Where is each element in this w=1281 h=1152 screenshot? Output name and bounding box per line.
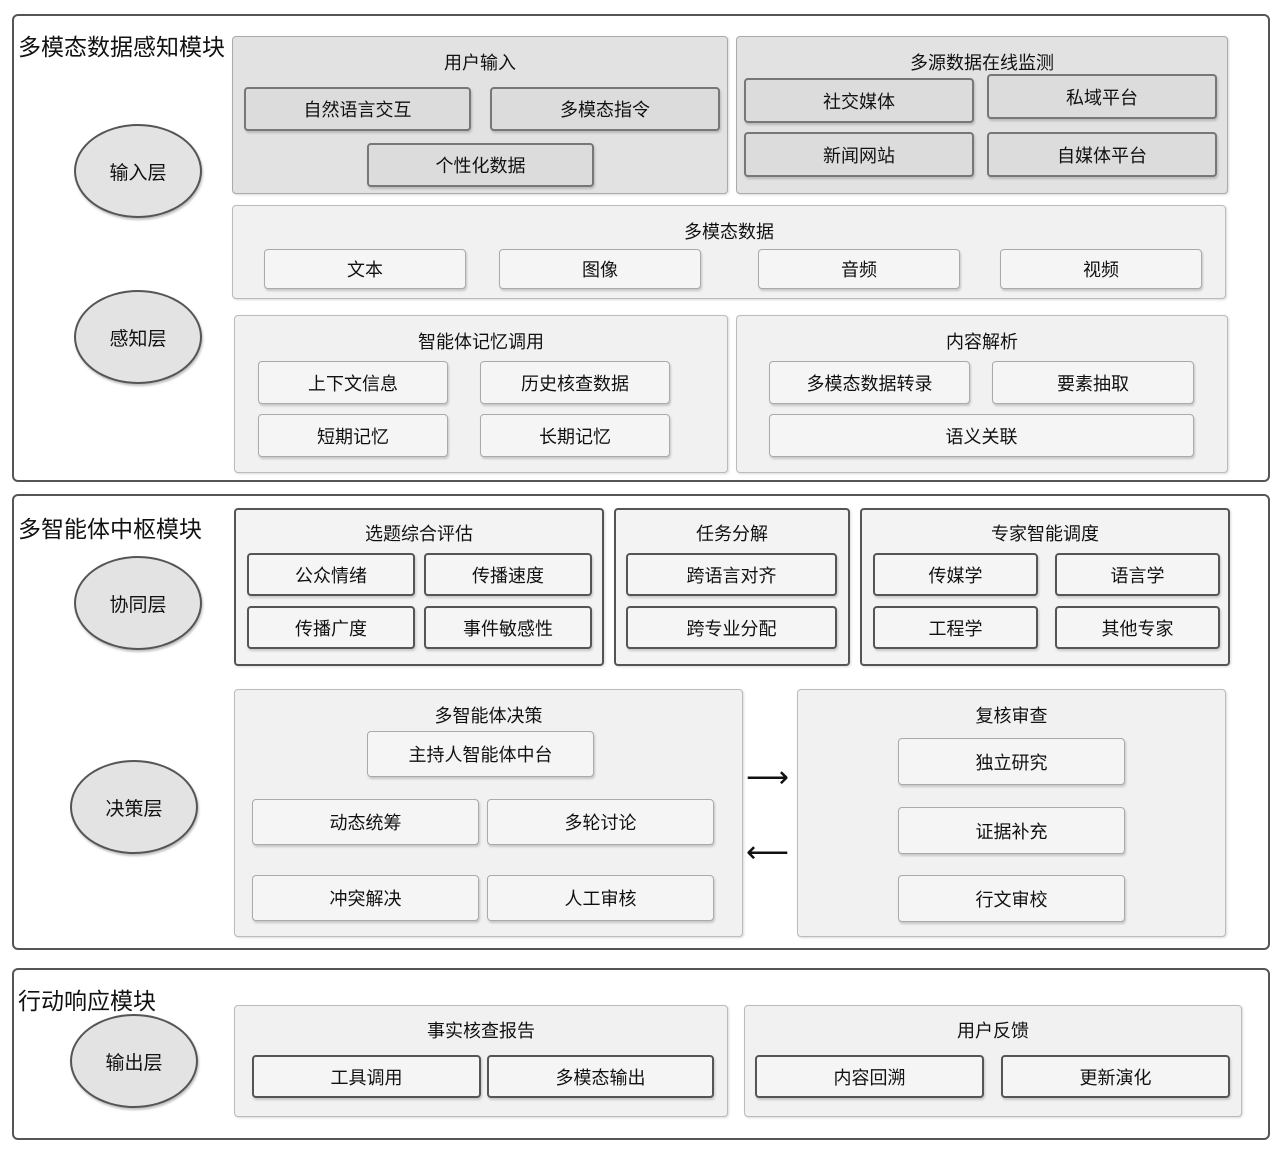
action-module-title: 行动响应模块 bbox=[18, 989, 156, 1015]
hub-module-title: 多智能体中枢模块 bbox=[18, 517, 202, 543]
evidence-supplement-chip: 证据补充 bbox=[898, 807, 1125, 854]
input-layer: 输入层 bbox=[74, 124, 202, 218]
cross-language-chip: 跨语言对齐 bbox=[626, 553, 837, 596]
social-media-chip: 社交媒体 bbox=[744, 78, 974, 123]
multimodal-data-title: 多模态数据 bbox=[684, 222, 774, 243]
self-media-chip: 自媒体平台 bbox=[987, 132, 1217, 177]
monitoring-title: 多源数据在线监测 bbox=[910, 53, 1054, 74]
natural-language-chip: 自然语言交互 bbox=[244, 87, 471, 131]
manual-review-chip: 人工审核 bbox=[487, 875, 714, 921]
host-agent-chip: 主持人智能体中台 bbox=[367, 731, 594, 777]
history-check-chip: 历史核查数据 bbox=[480, 361, 670, 404]
update-evolve-chip: 更新演化 bbox=[1001, 1055, 1230, 1098]
perception-module-title: 多模态数据感知模块 bbox=[18, 35, 225, 61]
decision-title: 多智能体决策 bbox=[434, 706, 543, 727]
engineering-chip: 工程学 bbox=[873, 606, 1038, 649]
tool-call-chip: 工具调用 bbox=[252, 1055, 481, 1098]
multi-round-discussion-chip: 多轮讨论 bbox=[487, 799, 714, 845]
personal-data-chip: 个性化数据 bbox=[367, 143, 594, 187]
perception-layer: 感知层 bbox=[74, 290, 202, 384]
forward-arrow-icon: ⟶ bbox=[746, 760, 790, 795]
spread-speed-chip: 传播速度 bbox=[424, 553, 592, 596]
collab-layer: 协同层 bbox=[74, 556, 202, 650]
independent-research-chip: 独立研究 bbox=[898, 738, 1125, 785]
memory-title: 智能体记忆调用 bbox=[418, 332, 544, 353]
content-trace-chip: 内容回溯 bbox=[755, 1055, 984, 1098]
topic-eval-title: 选题综合评估 bbox=[365, 524, 473, 545]
review-title: 复核审查 bbox=[975, 706, 1048, 727]
transcription-chip: 多模态数据转录 bbox=[769, 361, 970, 404]
expert-title: 专家智能调度 bbox=[991, 524, 1099, 545]
public-emotion-chip: 公众情绪 bbox=[247, 553, 415, 596]
long-memory-chip: 长期记忆 bbox=[480, 414, 670, 457]
element-extraction-chip: 要素抽取 bbox=[992, 361, 1194, 404]
news-site-chip: 新闻网站 bbox=[744, 132, 974, 177]
media-studies-chip: 传媒学 bbox=[873, 553, 1038, 596]
task-decomp-title: 任务分解 bbox=[696, 524, 768, 545]
spread-breadth-chip: 传播广度 bbox=[247, 606, 415, 649]
other-expert-chip: 其他专家 bbox=[1055, 606, 1220, 649]
dynamic-coordination-chip: 动态统筹 bbox=[252, 799, 479, 845]
linguistics-chip: 语言学 bbox=[1055, 553, 1220, 596]
short-memory-chip: 短期记忆 bbox=[258, 414, 448, 457]
conflict-resolution-chip: 冲突解决 bbox=[252, 875, 479, 921]
decision-layer: 决策层 bbox=[70, 760, 198, 854]
back-arrow-icon: ⟵ bbox=[746, 835, 790, 870]
private-platform-chip: 私域平台 bbox=[987, 74, 1217, 119]
context-info-chip: 上下文信息 bbox=[258, 361, 448, 404]
parsing-title: 内容解析 bbox=[946, 332, 1018, 353]
event-sensitivity-chip: 事件敏感性 bbox=[424, 606, 592, 649]
user-input-title: 用户输入 bbox=[444, 53, 516, 74]
multimodal-output-chip: 多模态输出 bbox=[487, 1055, 714, 1098]
report-title: 事实核查报告 bbox=[427, 1021, 535, 1042]
audio-chip: 音频 bbox=[758, 249, 960, 289]
output-layer: 输出层 bbox=[70, 1014, 198, 1108]
proofreading-chip: 行文审校 bbox=[898, 875, 1125, 922]
cross-discipline-chip: 跨专业分配 bbox=[626, 606, 837, 649]
image-chip: 图像 bbox=[499, 249, 701, 289]
feedback-title: 用户反馈 bbox=[957, 1021, 1029, 1042]
multimodal-instruction-chip: 多模态指令 bbox=[490, 87, 720, 131]
semantic-link-chip: 语义关联 bbox=[769, 414, 1194, 457]
video-chip: 视频 bbox=[1000, 249, 1202, 289]
text-chip: 文本 bbox=[264, 249, 466, 289]
